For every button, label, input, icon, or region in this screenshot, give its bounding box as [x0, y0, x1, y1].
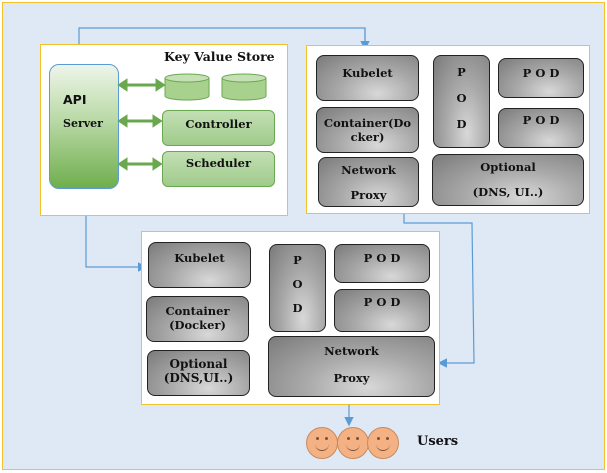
pod-letter: D: [456, 117, 467, 131]
pod-letter: D: [292, 301, 303, 315]
controller-box[interactable]: Controller: [162, 110, 275, 146]
pod-vertical-box[interactable]: P O D: [269, 244, 326, 332]
pod-vertical-box[interactable]: P O D: [433, 55, 490, 148]
pod-box[interactable]: P O D: [498, 108, 584, 148]
network-label: Network: [341, 163, 396, 177]
container-label: Container(Do cker): [323, 116, 412, 144]
pod-label: P O D: [522, 113, 560, 127]
scheduler-box[interactable]: Scheduler: [162, 151, 275, 187]
pod-letter: O: [292, 277, 303, 291]
connector-proxy1-to-proxy2: [403, 207, 475, 368]
pod-label: P O D: [363, 295, 401, 309]
controller-label: Controller: [185, 117, 252, 131]
server-label: Server: [63, 117, 103, 130]
kubelet-label: Kubelet: [174, 251, 225, 265]
pod-letter: P: [457, 65, 466, 79]
user-face-icon: [337, 427, 369, 459]
user-face-icon: [306, 427, 338, 459]
database-cylinder-icon: [221, 73, 267, 101]
optional-box[interactable]: Optional (DNS,UI..): [147, 350, 250, 396]
api-server-box[interactable]: API Server: [49, 64, 119, 189]
database-cylinder-icon: [164, 73, 210, 101]
network-proxy-box[interactable]: Network Proxy: [318, 157, 419, 207]
key-value-store-title: Key Value Store: [164, 49, 275, 64]
optional-box[interactable]: Optional (DNS, UI..): [432, 154, 584, 206]
pod-box[interactable]: P O D: [334, 289, 430, 332]
pod-label: P O D: [363, 251, 401, 265]
pod-letter: P: [293, 253, 302, 267]
api-label: API: [63, 92, 87, 107]
proxy-label: Proxy: [333, 371, 370, 385]
kubelet-box[interactable]: Kubelet: [316, 55, 419, 101]
user-face-icon: [367, 427, 399, 459]
scheduler-label: Scheduler: [185, 156, 252, 170]
proxy-label: Proxy: [350, 188, 387, 202]
docker-label: (Docker): [169, 318, 226, 332]
pod-box[interactable]: P O D: [498, 58, 584, 98]
pod-box[interactable]: P O D: [334, 244, 430, 283]
network-label: Network: [324, 344, 379, 358]
container-box[interactable]: Container(Do cker): [316, 107, 419, 153]
network-proxy-box[interactable]: Network Proxy: [268, 336, 435, 397]
pod-label: P O D: [522, 66, 560, 80]
optional-detail: (DNS,UI..): [163, 371, 234, 385]
container-box[interactable]: Container (Docker): [146, 296, 249, 342]
kubelet-box[interactable]: Kubelet: [148, 242, 251, 288]
optional-label: Optional: [169, 357, 228, 371]
kubelet-label: Kubelet: [342, 66, 393, 80]
optional-label: Optional: [480, 160, 536, 174]
pod-letter: O: [456, 91, 467, 105]
container-label: Container: [165, 304, 230, 318]
users-label: Users: [417, 434, 459, 449]
optional-detail: (DNS, UI..): [472, 185, 544, 199]
